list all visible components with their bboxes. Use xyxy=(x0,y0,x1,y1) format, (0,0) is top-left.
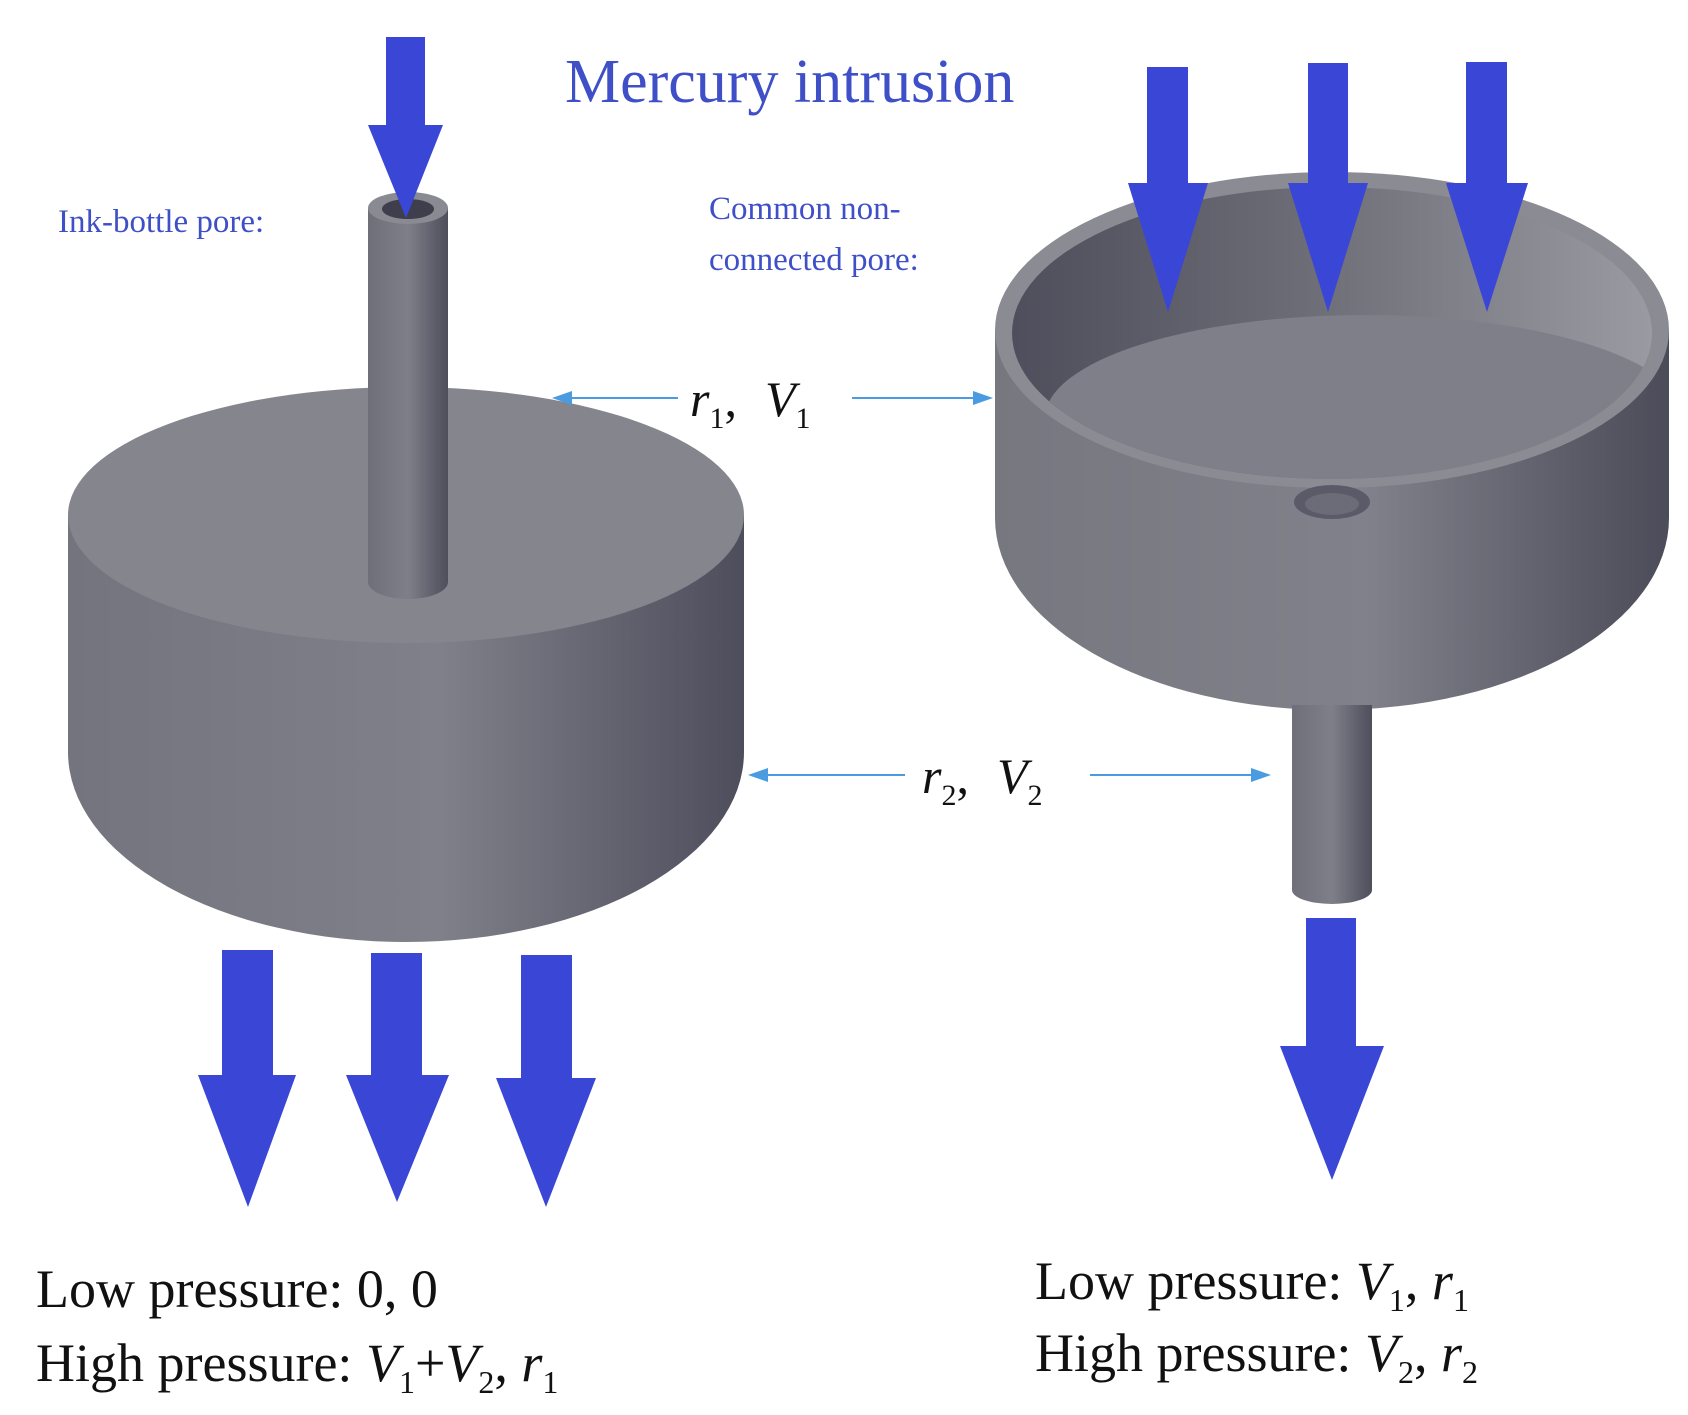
arrow-down-common-1 xyxy=(1128,67,1208,312)
intrusion-arrows xyxy=(198,37,1528,1207)
right-high-v-sub: 2 xyxy=(1398,1354,1414,1390)
left-high-pressure: High pressure: V1+V2, r1 xyxy=(36,1333,558,1400)
common-pore-label-line2: connected pore: xyxy=(709,242,919,278)
dim-arrowhead-bottom-right xyxy=(1251,768,1271,782)
arrow-down-common-out xyxy=(1280,918,1384,1180)
dim-arrowhead-top-left xyxy=(552,391,572,405)
arrow-down-ink-bottle-out-2 xyxy=(346,953,449,1202)
dim-top-r: r xyxy=(690,371,710,427)
right-low-v-sub: 1 xyxy=(1389,1282,1405,1318)
right-low-r: r xyxy=(1432,1251,1454,1311)
arrow-down-ink-bottle-inlet xyxy=(368,37,443,218)
dim-arrowhead-bottom-left xyxy=(748,768,768,782)
right-low-sep: , xyxy=(1405,1251,1432,1311)
left-high-prefix: High pressure: xyxy=(36,1333,366,1393)
ink-bottle-pore xyxy=(68,192,744,942)
dim-arrowhead-top-right xyxy=(973,391,993,405)
left-high-r-sub: 1 xyxy=(542,1364,558,1400)
right-high-r: r xyxy=(1441,1323,1463,1383)
dimension-lines xyxy=(552,391,1271,782)
dimension-label-top: r1,V1 xyxy=(690,371,811,435)
dim-bottom-v-sub: 2 xyxy=(1028,779,1043,812)
diagram-title: Mercury intrusion xyxy=(565,48,1014,116)
common-pore-hole-inner xyxy=(1305,493,1359,515)
dim-top-v-sub: 1 xyxy=(796,402,811,435)
left-high-sep: , xyxy=(494,1333,521,1393)
dim-bottom-v: V xyxy=(997,748,1033,804)
right-low-pressure: Low pressure: V1, r1 xyxy=(1035,1251,1469,1318)
ink-bottle-neck xyxy=(368,208,448,599)
dim-top-sep: , xyxy=(724,371,737,427)
left-low-pressure: Low pressure: 0, 0 xyxy=(36,1259,438,1319)
dim-top-r-sub: 1 xyxy=(709,402,724,435)
common-pore-label-line1: Common non- xyxy=(709,191,901,227)
common-non-connected-pore xyxy=(995,172,1669,904)
common-pore-outlet xyxy=(1292,705,1372,904)
right-low-r-sub: 1 xyxy=(1453,1282,1469,1318)
right-high-v: V xyxy=(1365,1323,1404,1383)
left-high-v2: V xyxy=(445,1333,484,1393)
left-high-plus: + xyxy=(415,1333,445,1393)
right-low-prefix: Low pressure: xyxy=(1035,1251,1356,1311)
right-high-sep: , xyxy=(1414,1323,1441,1383)
dim-bottom-r: r xyxy=(922,748,942,804)
right-low-v: V xyxy=(1356,1251,1395,1311)
dim-top-v: V xyxy=(765,371,801,427)
arrow-down-common-3 xyxy=(1446,62,1528,312)
ink-bottle-label: Ink-bottle pore: xyxy=(58,204,264,240)
arrow-down-common-2 xyxy=(1288,63,1368,312)
right-high-prefix: High pressure: xyxy=(1035,1323,1365,1383)
left-high-v2-sub: 2 xyxy=(478,1364,494,1400)
arrow-down-ink-bottle-out-3 xyxy=(496,955,596,1207)
dimension-label-bottom: r2,V2 xyxy=(922,748,1043,812)
left-high-v1-sub: 1 xyxy=(399,1364,415,1400)
dim-bottom-r-sub: 2 xyxy=(941,779,956,812)
arrow-down-ink-bottle-out-1 xyxy=(198,950,296,1207)
dim-bottom-sep: , xyxy=(956,748,969,804)
right-high-pressure: High pressure: V2, r2 xyxy=(1035,1323,1478,1390)
right-high-r-sub: 2 xyxy=(1462,1354,1478,1390)
left-high-r: r xyxy=(521,1333,543,1393)
left-high-v1: V xyxy=(366,1333,405,1393)
